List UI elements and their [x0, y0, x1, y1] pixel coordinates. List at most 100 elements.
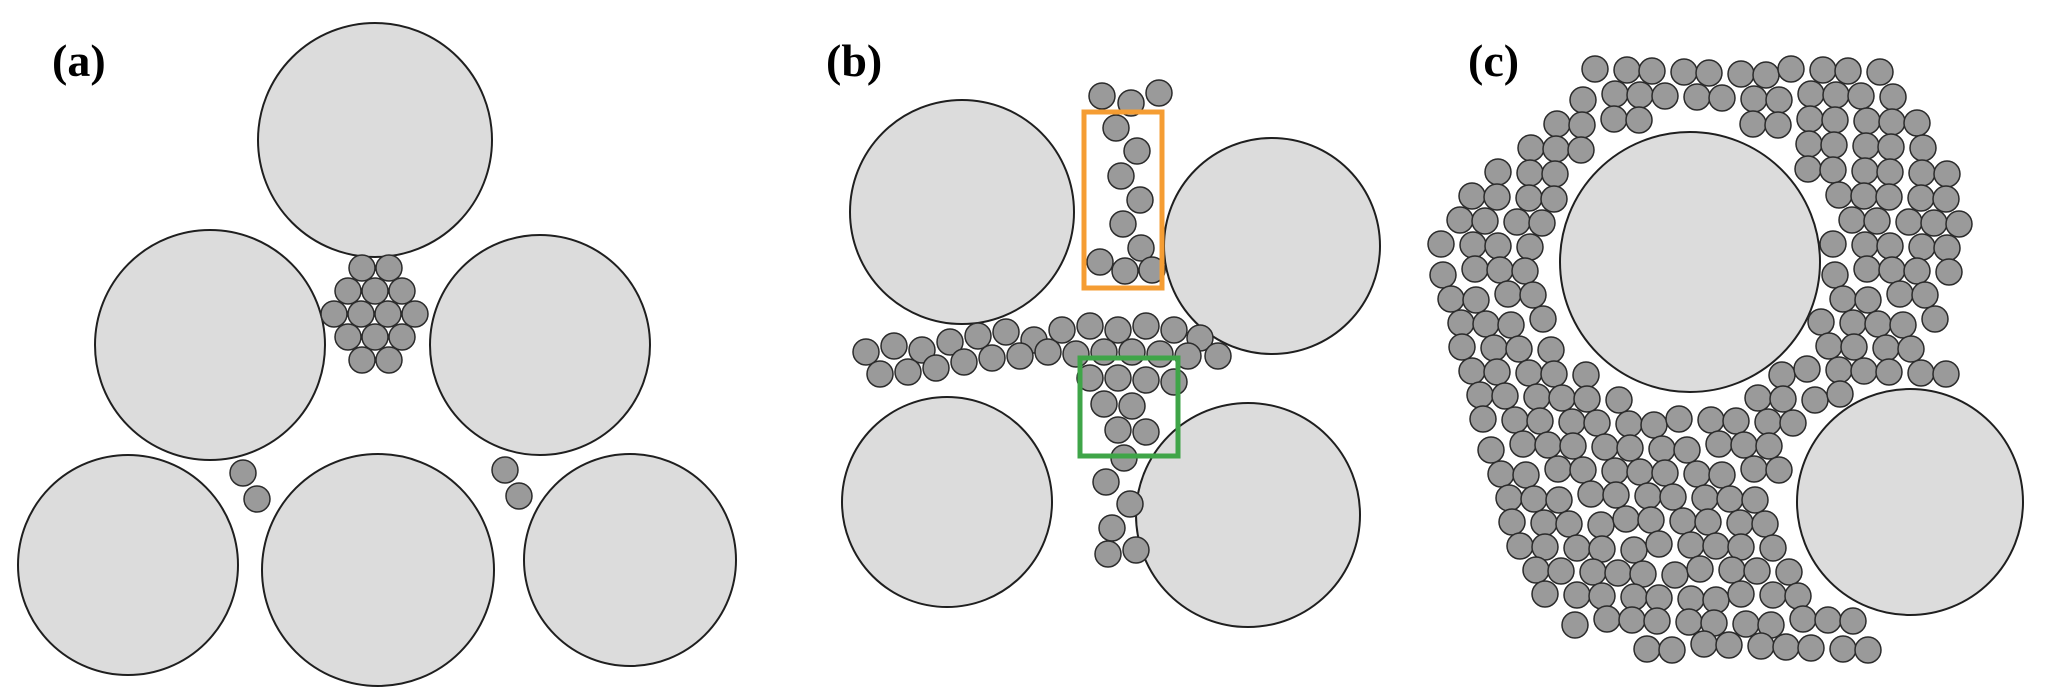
- small-particle: [1146, 340, 1174, 368]
- panel-a: (a): [17, 22, 737, 687]
- small-particle: [1765, 86, 1793, 114]
- small-particle: [1118, 392, 1146, 420]
- green-highlight-box: [1077, 355, 1181, 459]
- small-particle: [1797, 80, 1825, 108]
- small-particle: [1920, 209, 1948, 237]
- small-particle: [1545, 486, 1573, 514]
- large-particle: [17, 454, 239, 676]
- small-particle: [1633, 635, 1661, 663]
- small-particle: [1794, 155, 1822, 183]
- small-particle: [1484, 158, 1512, 186]
- small-particle: [1472, 310, 1500, 338]
- small-particle: [1651, 459, 1679, 487]
- large-particle: [1559, 131, 1821, 393]
- small-particle: [1429, 261, 1457, 289]
- small-particle: [1104, 316, 1132, 344]
- small-particle: [1814, 606, 1842, 634]
- small-particle: [1626, 81, 1654, 109]
- small-particle: [1755, 432, 1783, 460]
- small-particle: [1765, 456, 1793, 484]
- small-particle: [1907, 184, 1935, 212]
- small-particle: [1548, 384, 1576, 412]
- small-particle: [1741, 486, 1769, 514]
- small-particle: [852, 338, 880, 366]
- small-particle: [1819, 156, 1847, 184]
- orange-highlight-box: [1081, 109, 1165, 291]
- small-particle: [1673, 436, 1701, 464]
- small-particle: [1512, 461, 1540, 489]
- small-particle: [1588, 535, 1616, 563]
- small-particle: [1109, 210, 1137, 238]
- small-particle: [1821, 261, 1849, 289]
- large-particle: [429, 234, 651, 456]
- small-particle: [334, 277, 362, 305]
- small-particle: [1601, 80, 1629, 108]
- small-particle: [1933, 160, 1961, 188]
- small-particle: [1104, 416, 1132, 444]
- small-particle: [964, 322, 992, 350]
- small-particle: [1829, 635, 1857, 663]
- small-particle: [1702, 586, 1730, 614]
- small-particle: [1118, 338, 1146, 366]
- small-particle: [1573, 385, 1601, 413]
- small-particle: [1777, 55, 1805, 83]
- large-particle: [94, 229, 326, 461]
- panel-c: (c): [1427, 35, 2024, 664]
- small-particle: [1895, 208, 1923, 236]
- small-particle: [374, 300, 402, 328]
- small-particle: [1048, 316, 1076, 344]
- small-particle: [1772, 633, 1800, 661]
- small-particle: [1796, 105, 1824, 133]
- small-particle: [1690, 630, 1718, 658]
- small-particle: [1126, 186, 1154, 214]
- small-particle: [1601, 457, 1629, 485]
- small-particle: [1759, 581, 1787, 609]
- small-particle: [1503, 208, 1531, 236]
- small-particle: [1563, 534, 1591, 562]
- small-particle: [1727, 580, 1755, 608]
- small-particle: [1486, 256, 1514, 284]
- panel-a-large: [17, 22, 737, 687]
- small-particle: [1517, 134, 1545, 162]
- small-particle: [1640, 411, 1668, 439]
- small-particle: [401, 300, 429, 328]
- small-particle: [1123, 137, 1151, 165]
- small-particle: [1683, 460, 1711, 488]
- small-particle: [1847, 82, 1875, 110]
- small-particle: [1487, 460, 1515, 488]
- small-particle: [1853, 255, 1881, 283]
- small-particle: [1620, 536, 1648, 564]
- small-particle: [1932, 360, 1960, 388]
- small-particle: [1863, 207, 1891, 235]
- small-particle: [1534, 431, 1562, 459]
- small-particle: [1740, 455, 1768, 483]
- small-particle: [1483, 358, 1511, 386]
- small-particle: [1511, 257, 1539, 285]
- small-particle: [1427, 230, 1455, 258]
- small-particle: [1935, 258, 1963, 286]
- small-particle: [1886, 280, 1914, 308]
- small-particle: [1903, 109, 1931, 137]
- small-particle: [1626, 458, 1654, 486]
- small-particle: [1718, 556, 1746, 584]
- small-particle: [1822, 81, 1850, 109]
- small-particle: [1739, 110, 1767, 138]
- small-particle: [1515, 184, 1543, 212]
- small-particle: [1540, 185, 1568, 213]
- small-particle: [1908, 159, 1936, 187]
- small-particle: [1494, 280, 1522, 308]
- small-particle: [1531, 533, 1559, 561]
- small-particle: [505, 482, 533, 510]
- small-particle: [1877, 133, 1905, 161]
- small-particle: [1483, 183, 1511, 211]
- small-particle: [1726, 509, 1754, 537]
- small-particle: [1629, 560, 1657, 588]
- small-particle: [1034, 338, 1062, 366]
- small-particle: [1730, 431, 1758, 459]
- small-particle: [334, 323, 362, 351]
- small-particle: [1875, 358, 1903, 386]
- small-particle: [1583, 409, 1611, 437]
- large-particle: [523, 453, 737, 667]
- small-particle: [1458, 357, 1486, 385]
